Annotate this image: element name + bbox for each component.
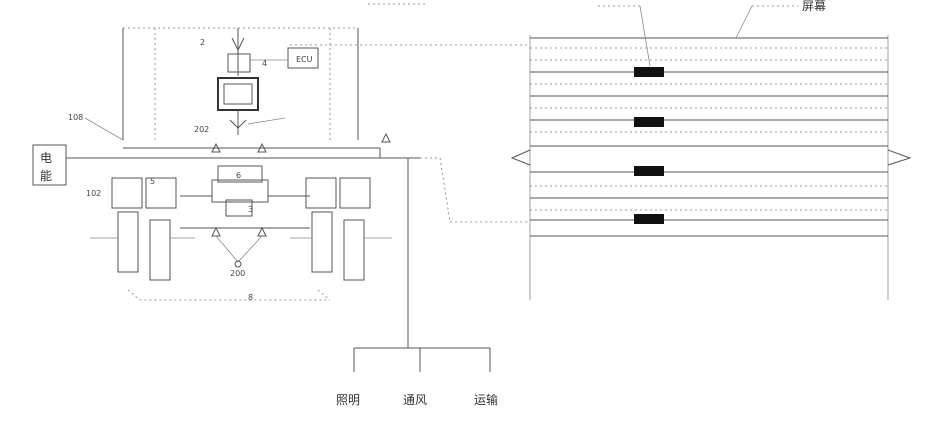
ref-4: 4 [262,59,267,68]
leader-road [736,6,752,38]
break-mark-right [888,150,910,165]
road-unit-2 [634,117,664,127]
road-unit-3 [634,166,664,176]
battery-module [340,178,370,208]
device-a [228,54,250,72]
ref-6: 6 [236,171,241,180]
device-ecu-mark: ECU [296,55,313,64]
battery-module [306,178,336,208]
load-transport: 运输 [474,392,498,407]
bottom-link [128,290,330,300]
feeder-road [420,158,530,222]
break-mark-left [512,150,530,165]
switch-tri [212,228,220,236]
ref-108: 108 [68,113,83,122]
lane-ticks [530,60,888,210]
converter-body [212,180,268,202]
transformer-core [224,84,252,104]
ref-102: 102 [86,189,101,198]
road-unit-4 [634,214,664,224]
power-label-2: 能 [40,169,52,183]
ref-2: 2 [200,38,205,47]
battery-cell [312,212,332,272]
road-unit-1 [634,67,664,77]
load-lighting: 照明 [336,393,360,407]
bottom-link [318,290,330,300]
battery-cell [118,212,138,272]
power-label-1: 电 [40,151,52,165]
leader [85,118,123,140]
battery-cell [150,220,170,280]
leader [238,236,262,262]
leader-unit [640,6,650,66]
leader [216,236,238,262]
leader [248,118,285,124]
ref-3: 3 [248,205,253,214]
road-panel [512,6,910,300]
battery-cell [344,220,364,280]
load-ventilation: 通风 [403,393,427,407]
ref-200: 200 [230,269,245,278]
battery-module [112,178,142,208]
switch-tri [258,228,266,236]
switch-tri [382,134,390,142]
ref-8: 8 [248,293,253,302]
ref-5: 5 [150,177,155,186]
ref-202: 202 [194,125,209,134]
road-label: 屏幕 [802,0,826,13]
